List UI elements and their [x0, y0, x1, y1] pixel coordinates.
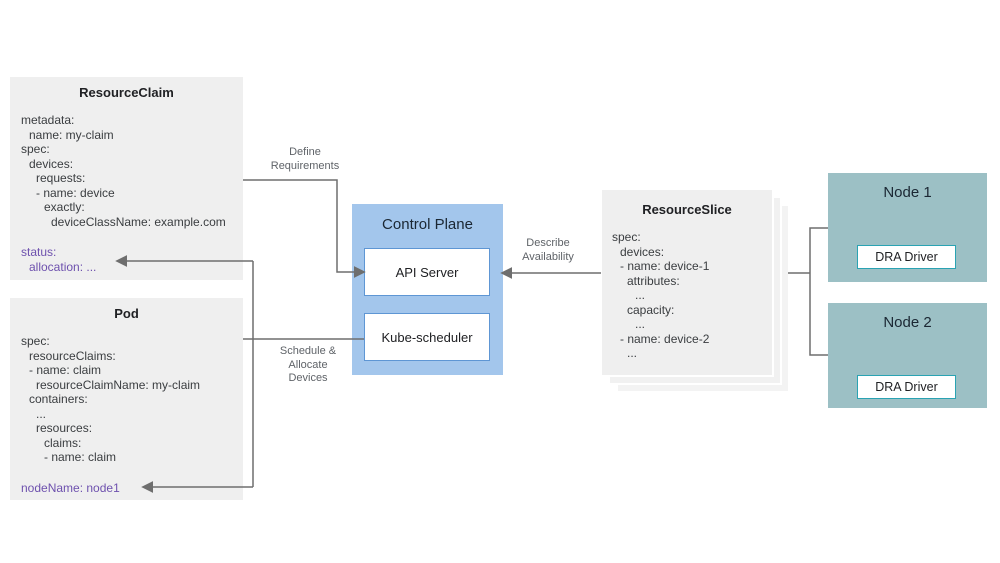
yaml-line: resourceClaimName: my-claim: [36, 377, 201, 392]
resourceclaim-box: ResourceClaim metadata: name: my-claim s…: [10, 77, 243, 280]
yaml-line: devices:: [29, 156, 74, 171]
api-server-box: API Server: [364, 248, 490, 296]
yaml-line: deviceClassName: example.com: [51, 214, 226, 229]
yaml-line: containers:: [29, 392, 88, 406]
yaml-line: metadata:: [21, 113, 75, 127]
kube-scheduler-box: Kube-scheduler: [364, 313, 490, 361]
node2-title: Node 2: [883, 314, 932, 331]
status-line: status:: [21, 245, 57, 259]
resourceclaim-status-block: status: allocation: ...: [21, 245, 243, 274]
node1-dra-driver-box: DRA Driver: [857, 245, 956, 269]
yaml-line: spec:: [612, 230, 641, 244]
yaml-line: - name: device-1: [620, 259, 710, 273]
control-plane-title: Control Plane: [382, 216, 473, 233]
status-line: allocation: ...: [29, 259, 97, 274]
node2-dra-driver-box: DRA Driver: [857, 375, 956, 399]
define-requirements-arrow: [243, 179, 366, 278]
yaml-line: attributes:: [627, 273, 680, 288]
yaml-line: capacity:: [627, 302, 675, 317]
resourceclaim-title: ResourceClaim: [79, 85, 174, 100]
yaml-line: ...: [36, 406, 47, 421]
yaml-line: name: my-claim: [29, 127, 114, 142]
resourceslice-box: ResourceSlice spec: devices: - name: dev…: [600, 188, 774, 377]
pod-title: Pod: [114, 306, 139, 321]
yaml-line: resources:: [36, 421, 93, 435]
pod-yaml: spec: resourceClaims: - name: claim reso…: [10, 321, 243, 495]
yaml-line: spec:: [21, 334, 50, 348]
yaml-line: - name: device: [36, 185, 115, 200]
resourceclaim-yaml: metadata: name: my-claim spec: devices: …: [10, 100, 243, 274]
yaml-line: spec:: [21, 142, 50, 156]
pod-box: Pod spec: resourceClaims: - name: claim …: [10, 298, 243, 500]
schedule-allocate-devices-label: Schedule & Allocate Devices: [279, 345, 337, 384]
status-line: nodeName: node1: [21, 480, 120, 495]
yaml-line: - name: claim: [44, 450, 117, 464]
yaml-line: devices:: [620, 244, 665, 259]
describe-availability-label: Describe Availability: [522, 237, 574, 263]
yaml-line: ...: [635, 317, 646, 331]
yaml-line: - name: device-2: [620, 331, 710, 346]
yaml-line: ...: [635, 288, 646, 302]
yaml-line: exactly:: [44, 200, 85, 214]
pod-status-block: nodeName: node1: [21, 481, 243, 496]
yaml-line: requests:: [36, 171, 86, 185]
resourceslice-node-links: [788, 227, 828, 356]
node2-box: Node 2 DRA Driver: [828, 303, 987, 408]
node1-box: Node 1 DRA Driver: [828, 173, 987, 282]
control-plane-box: Control Plane API Server Kube-scheduler: [352, 204, 503, 375]
yaml-line: - name: claim: [29, 363, 102, 377]
node1-title: Node 1: [883, 184, 932, 201]
yaml-line: resourceClaims:: [29, 348, 116, 363]
resourceslice-yaml: spec: devices: - name: device-1 attribut…: [602, 217, 772, 361]
resourceslice-title: ResourceSlice: [642, 202, 732, 217]
yaml-line: claims:: [44, 435, 82, 450]
yaml-line: ...: [627, 346, 638, 360]
define-requirements-label: Define Requirements: [270, 146, 340, 172]
